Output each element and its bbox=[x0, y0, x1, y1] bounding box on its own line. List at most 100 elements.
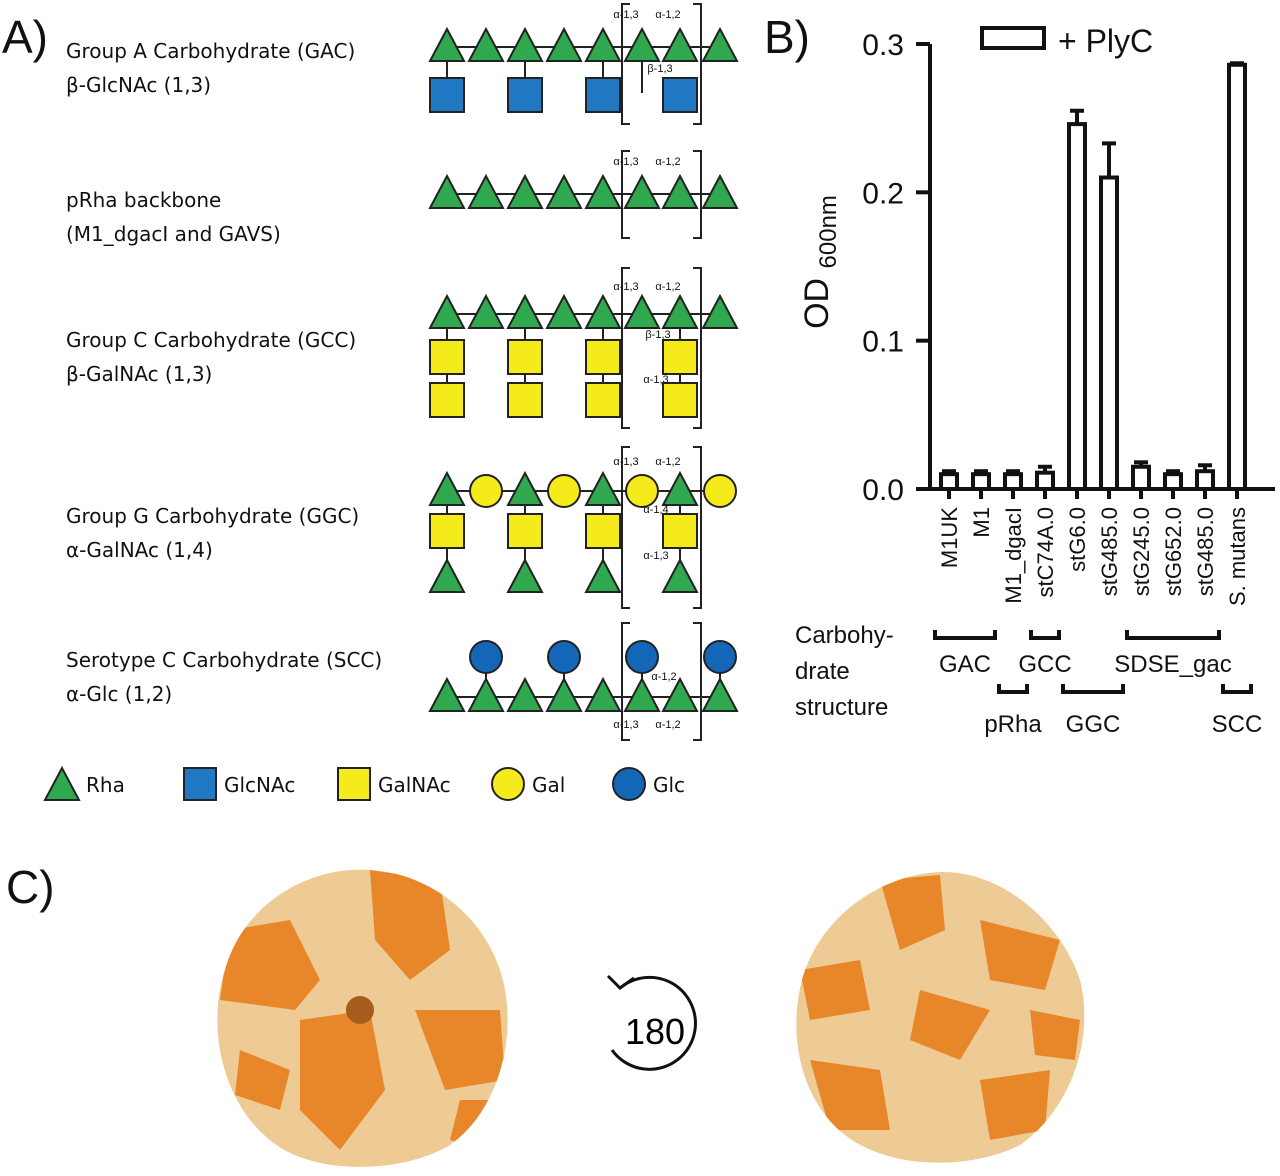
bond-label: α-1,3 bbox=[643, 550, 668, 562]
glc-residue bbox=[547, 640, 581, 674]
bar bbox=[1003, 472, 1023, 491]
legend-galnac: GalNAc bbox=[378, 773, 451, 797]
y-tick-label: 0.0 bbox=[862, 474, 904, 507]
repeat-bracket-right bbox=[693, 267, 702, 429]
gcc-label: Group C Carbohydrate (GCC) β-GalNAc (1,3… bbox=[66, 323, 356, 391]
y-axis-title: OD 600nm bbox=[798, 195, 842, 329]
bond-label: α-1,3 bbox=[613, 281, 638, 293]
ggc-label: Group G Carbohydrate (GGC) α-GalNAc (1,4… bbox=[66, 499, 359, 567]
gcc-linkage: β-GalNAc (1,3) bbox=[66, 362, 213, 386]
glcnac-residue bbox=[662, 77, 698, 113]
repeat-bracket-right bbox=[693, 446, 702, 609]
group-label: SDSE_gac bbox=[1114, 651, 1231, 678]
group-label: GAC bbox=[939, 651, 991, 678]
scc-name: Serotype C Carbohydrate (SCC) bbox=[66, 648, 383, 672]
rotation-label: 180 bbox=[625, 1011, 685, 1052]
bond-label: α-1,3 bbox=[643, 374, 668, 386]
rha-residue bbox=[545, 173, 583, 209]
bar bbox=[1131, 464, 1151, 491]
group-label: GGC bbox=[1066, 711, 1121, 738]
rha-residue bbox=[506, 293, 544, 329]
rha-residue bbox=[623, 173, 661, 209]
repeat-bracket-right bbox=[693, 3, 702, 125]
repeat-bracket-left bbox=[621, 150, 630, 239]
gac-linkage: β-GlcNAc (1,3) bbox=[66, 73, 212, 97]
bar bbox=[1067, 122, 1087, 491]
rha-residue bbox=[701, 293, 739, 329]
group-label: GCC bbox=[1018, 651, 1071, 678]
legend-rha: Rha bbox=[86, 773, 125, 797]
gac-label: Group A Carbohydrate (GAC) β-GlcNAc (1,3… bbox=[66, 34, 355, 102]
glcnac-residue bbox=[585, 77, 621, 113]
rha-residue bbox=[623, 26, 661, 62]
x-tick-label: stG485.0 bbox=[1097, 507, 1122, 596]
gal-residue bbox=[625, 474, 659, 508]
legend-glc: Glc bbox=[653, 773, 686, 797]
gal-legend-icon bbox=[491, 767, 525, 801]
bond-label: α-1,2 bbox=[655, 281, 680, 293]
y-tick-label: 0.2 bbox=[862, 177, 904, 210]
gal-residue bbox=[547, 474, 581, 508]
prha-name: pRha backbone bbox=[66, 188, 222, 212]
panel-a-letter: A) bbox=[2, 11, 48, 63]
bond-label: α-1,3 bbox=[613, 719, 638, 731]
rha-residue bbox=[661, 173, 699, 209]
repeat-bracket-left bbox=[621, 622, 630, 741]
y-tick-label: 0.1 bbox=[862, 326, 904, 359]
rha-residue bbox=[701, 676, 739, 712]
rha-residue bbox=[467, 26, 505, 62]
rha-residue bbox=[584, 293, 622, 329]
protein-surface-back bbox=[796, 871, 1085, 1163]
glc-residue bbox=[625, 640, 659, 674]
rha-residue bbox=[428, 557, 466, 593]
glcnac-legend-icon bbox=[183, 767, 217, 801]
galnac-residue bbox=[429, 382, 465, 418]
structure-label-line3: structure bbox=[795, 694, 889, 721]
legend-glcnac: GlcNAc bbox=[224, 773, 296, 797]
bond-label: β-1,3 bbox=[647, 63, 672, 75]
legend-label: + PlyC bbox=[1058, 23, 1153, 59]
structure-label: Carbohy- drate structure bbox=[795, 618, 894, 726]
glc-residue bbox=[469, 640, 503, 674]
bond-label: α-1,3 bbox=[613, 156, 638, 168]
rha-residue bbox=[428, 470, 466, 506]
galnac-legend-icon bbox=[337, 767, 371, 801]
structure-label-line1: Carbohy- bbox=[795, 622, 894, 649]
rha-residue bbox=[545, 676, 583, 712]
group-label: pRha bbox=[984, 711, 1042, 738]
repeat-bracket-left bbox=[621, 446, 630, 609]
bar bbox=[1227, 62, 1247, 492]
x-tick-label: stG6.0 bbox=[1065, 507, 1090, 572]
rha-residue bbox=[467, 293, 505, 329]
group-bracket bbox=[1029, 630, 1061, 640]
group-bracket bbox=[1221, 684, 1253, 694]
galnac-residue bbox=[662, 513, 698, 549]
bar bbox=[1099, 175, 1119, 491]
rha-residue bbox=[584, 557, 622, 593]
x-tick-label: stG485.0 bbox=[1193, 507, 1218, 596]
ggc-name: Group G Carbohydrate (GGC) bbox=[66, 504, 360, 528]
repeat-bracket-left bbox=[621, 3, 630, 125]
gcc-name: Group C Carbohydrate (GCC) bbox=[66, 328, 357, 352]
galnac-residue bbox=[585, 382, 621, 418]
bond-label: α-1,2 bbox=[655, 9, 680, 21]
rha-residue bbox=[467, 676, 505, 712]
group-bracket bbox=[933, 630, 997, 640]
structure-label-line2: drate bbox=[795, 658, 850, 685]
ggc-linkage: α-GalNAc (1,4) bbox=[66, 538, 213, 562]
rha-residue bbox=[623, 293, 661, 329]
rha-residue bbox=[467, 173, 505, 209]
galnac-residue bbox=[429, 339, 465, 375]
y-axis-title-unit: 600nm bbox=[815, 195, 842, 268]
group-bracket bbox=[997, 684, 1029, 694]
galnac-residue bbox=[662, 339, 698, 375]
glcnac-residue bbox=[429, 77, 465, 113]
rha-residue bbox=[428, 293, 466, 329]
bond-label: β-1,3 bbox=[645, 329, 670, 341]
rha-residue bbox=[506, 470, 544, 506]
rha-residue bbox=[428, 676, 466, 712]
rha-residue bbox=[584, 470, 622, 506]
x-tick-label: M1UK bbox=[937, 507, 962, 568]
